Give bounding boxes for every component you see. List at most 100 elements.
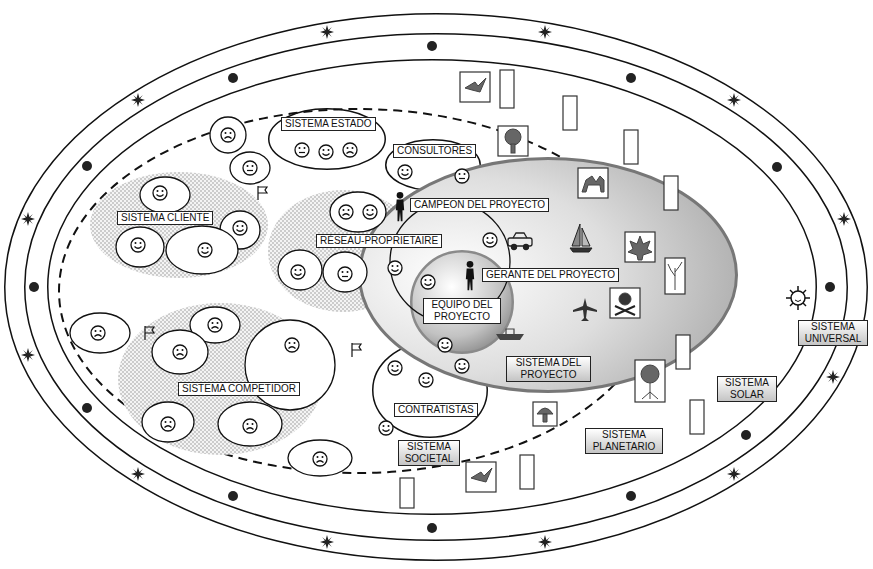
planet-dot (228, 73, 238, 83)
planet-dot (427, 41, 437, 51)
system-label: SISTEMA COMPETIDOR (178, 382, 300, 396)
star-symbol (837, 212, 851, 226)
smile-face (421, 275, 435, 289)
system-ellipse (269, 109, 386, 170)
frown-face (343, 143, 357, 157)
sun-symbol (786, 286, 810, 310)
frown-face (339, 205, 353, 219)
smile-face (233, 221, 247, 235)
planet-dot (825, 282, 835, 292)
planet-dot (626, 491, 636, 501)
stakeholder-circle (278, 250, 322, 290)
pictogram-box (664, 176, 678, 210)
smile-face (455, 359, 469, 373)
frown-face (173, 345, 187, 359)
system-label: SISTEMA ESTADO (281, 117, 376, 131)
system-ellipse (90, 172, 268, 278)
flag-symbol (145, 326, 154, 340)
leaf-box (625, 232, 655, 262)
planet-dot (82, 161, 92, 171)
smile-face (131, 238, 145, 252)
boat-symbol (496, 329, 524, 340)
neutral-face (455, 169, 469, 183)
planet-dot (427, 523, 437, 533)
smile-face (388, 261, 402, 275)
person-figure (396, 192, 404, 221)
owner-network-circle (390, 202, 510, 322)
star-symbol (320, 535, 334, 549)
roots-tree-glyph (641, 365, 659, 383)
pictogram-box (500, 70, 514, 108)
pictogram-box (520, 455, 534, 489)
bird-box (460, 72, 490, 102)
stakeholder-circle (218, 402, 282, 446)
tree-box (498, 126, 528, 156)
smile-face (291, 265, 305, 279)
tree-glyph (505, 129, 521, 145)
planet-dot (626, 73, 636, 83)
smile-face (398, 165, 412, 179)
stakeholder-circle (323, 252, 367, 292)
smile-face (198, 243, 212, 257)
role-box: CAMPEON DEL PROYECTO (410, 198, 550, 212)
pictogram-box (624, 130, 638, 164)
star-symbol (538, 535, 552, 549)
system-label: EQUIPO DEL PROYECTO (423, 298, 501, 324)
system-label: SISTEMA DEL PROYECTO (506, 356, 591, 382)
system-label: CAMPEON DEL PROYECTO (410, 198, 549, 212)
flag-symbol (258, 186, 267, 200)
neutral-face (295, 143, 309, 157)
stakeholder-circles (70, 117, 386, 476)
roots-glyph (642, 383, 658, 399)
car-symbol (508, 233, 532, 250)
crossbones-glyph (615, 306, 635, 315)
system-label: SISTEMA SOLAR (717, 376, 777, 402)
star-symbol (320, 25, 334, 39)
mushroom-box (533, 402, 557, 426)
planet-dot (772, 162, 782, 172)
smile-face (388, 361, 402, 375)
stakeholder-circle (116, 227, 164, 267)
system-label: SISTEMA CLIENTE (117, 211, 213, 225)
system-label: RÉSEAU-PROPRIETAIRE (316, 234, 442, 248)
smile-face (379, 421, 393, 435)
role-box: GERANTE DEL PROYECTO (482, 268, 619, 282)
neutral-face (338, 267, 352, 281)
planet-dots (29, 41, 835, 533)
flag-symbol (352, 343, 361, 357)
pictogram-glyphs (465, 78, 682, 482)
star-symbol (21, 348, 35, 362)
stakeholder-circle (230, 152, 270, 184)
pictogram-boxes (400, 70, 704, 508)
skull-glyph (619, 293, 631, 305)
camel-glyph (582, 176, 604, 192)
system-region: SISTEMA UNIVERSALSISTEMA SOLARSISTEMA PL… (4, 13, 868, 561)
frown-face (161, 417, 175, 431)
bird-glyph (465, 78, 486, 92)
smile-face (483, 233, 497, 247)
roots-box (635, 360, 665, 402)
leaf-glyph (628, 236, 652, 260)
star-symbol (727, 93, 741, 107)
planet-dot (228, 491, 238, 501)
bird-glyph (471, 468, 492, 482)
camel-box (578, 168, 608, 198)
planet-dot (741, 430, 751, 440)
system-ellipse (5, 14, 868, 561)
neutral-face (243, 161, 257, 175)
star-symbol (21, 212, 35, 226)
smile-face (419, 373, 433, 387)
person-figure (466, 261, 474, 290)
frown-face (243, 419, 257, 433)
system-label: SISTEMA PLANETARIO (585, 428, 663, 454)
plant-glyph (668, 262, 682, 290)
star-symbol (727, 467, 741, 481)
system-label: CONSULTORES (393, 144, 476, 158)
frown-face (221, 128, 235, 142)
system-ellipse (25, 34, 848, 541)
plane-symbol (573, 298, 597, 321)
system-label: GERANTE DEL PROYECTO (482, 268, 619, 282)
smile-face (363, 205, 377, 219)
